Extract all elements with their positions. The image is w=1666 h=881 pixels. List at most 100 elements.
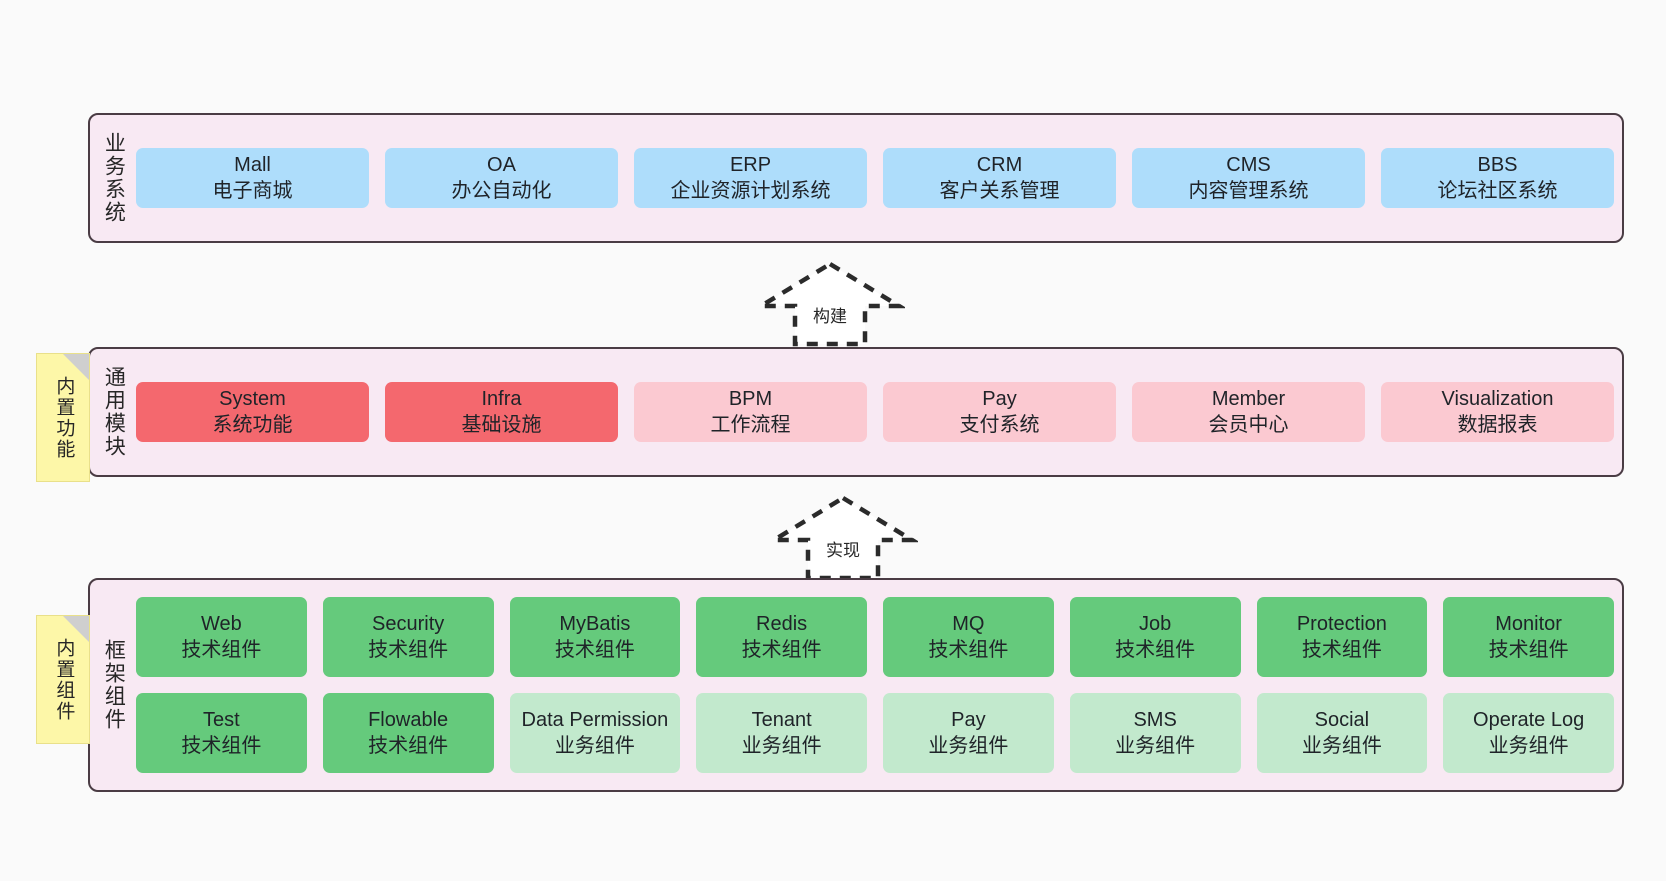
module-card-title: Infra — [481, 387, 522, 410]
module-card-erp[interactable]: ERP 企业资源计划系统 — [634, 147, 867, 209]
module-card-data-permission[interactable]: Data Permission 业务组件 — [509, 693, 681, 773]
module-card-subtitle: 技术组件 — [554, 639, 635, 661]
module-card-pay-business[interactable]: Pay 业务组件 — [883, 693, 1054, 773]
module-card-title: Member — [1211, 387, 1286, 410]
module-card-bbs[interactable]: BBS 论坛社区系统 — [1381, 147, 1614, 209]
module-card-title: Protection — [1296, 612, 1387, 635]
module-card-title: Test — [203, 708, 240, 731]
module-card-subtitle: 技术组件 — [741, 639, 822, 661]
module-card-social[interactable]: Social 业务组件 — [1256, 693, 1428, 773]
module-card-tenant[interactable]: Tenant 业务组件 — [696, 693, 867, 773]
module-card-title: Web — [200, 612, 242, 635]
module-card-subtitle: 基础设施 — [461, 414, 542, 436]
module-card-subtitle: 技术组件 — [928, 639, 1009, 661]
module-card-subtitle: 技术组件 — [368, 639, 449, 661]
module-card-cms[interactable]: CMS 内容管理系统 — [1132, 147, 1365, 209]
module-card-operate-log[interactable]: Operate Log 业务组件 — [1443, 693, 1614, 773]
module-card-subtitle: 业务组件 — [1301, 735, 1382, 757]
build-arrow-icon — [752, 261, 908, 347]
module-card-subtitle: 业务组件 — [928, 735, 1009, 757]
module-card-web[interactable]: Web 技术组件 — [136, 597, 307, 677]
module-card-subtitle: 工作流程 — [710, 414, 791, 436]
module-card-oa[interactable]: OA 办公自动化 — [385, 147, 618, 209]
module-card-mall[interactable]: Mall 电子商城 — [136, 147, 369, 209]
layer-row: Mall 电子商城 OA 办公自动化 ERP 企业资源计划系统 CRM 客户关系… — [136, 147, 1614, 209]
module-card-pay[interactable]: Pay 支付系统 — [883, 381, 1116, 443]
module-card-title: Pay — [951, 708, 986, 731]
module-card-security[interactable]: Security 技术组件 — [322, 597, 494, 677]
module-card-title: Mall — [234, 153, 271, 176]
layer-title-business-systems: 业务系统 — [102, 132, 126, 224]
module-card-subtitle: 数据报表 — [1457, 414, 1538, 436]
layer-common-modules: 通用模块 System 系统功能 Infra 基础设施 BPM 工作流程 Pay… — [88, 347, 1624, 477]
module-card-subtitle: 技术组件 — [181, 639, 262, 661]
module-card-title: OA — [487, 153, 516, 176]
module-card-subtitle: 会员中心 — [1208, 414, 1289, 436]
module-card-subtitle: 支付系统 — [959, 414, 1040, 436]
layer-title-framework-components: 框架组件 — [102, 639, 126, 731]
module-card-title: System — [219, 387, 286, 410]
module-card-flowable[interactable]: Flowable 技术组件 — [322, 693, 494, 773]
module-card-subtitle: 内容管理系统 — [1188, 180, 1309, 202]
note-builtin-features: 内置功能 — [36, 353, 90, 482]
module-card-title: Monitor — [1495, 612, 1562, 635]
module-card-title: Pay — [982, 387, 1017, 410]
module-card-crm[interactable]: CRM 客户关系管理 — [883, 147, 1116, 209]
module-card-subtitle: 业务组件 — [741, 735, 822, 757]
module-card-subtitle: 电子商城 — [212, 180, 293, 202]
layer-body-business-systems: Mall 电子商城 OA 办公自动化 ERP 企业资源计划系统 CRM 客户关系… — [136, 115, 1622, 241]
module-card-title: Tenant — [751, 708, 812, 731]
module-card-infra[interactable]: Infra 基础设施 — [385, 381, 618, 443]
module-card-subtitle: 技术组件 — [181, 735, 262, 757]
module-card-visualization[interactable]: Visualization 数据报表 — [1381, 381, 1614, 443]
module-card-mq[interactable]: MQ 技术组件 — [883, 597, 1054, 677]
module-card-subtitle: 企业资源计划系统 — [670, 180, 831, 202]
module-card-title: Social — [1314, 708, 1370, 731]
module-card-title: CMS — [1226, 153, 1271, 176]
connector-implement: 实现 — [765, 492, 921, 582]
layer-body-common-modules: System 系统功能 Infra 基础设施 BPM 工作流程 Pay 支付系统… — [136, 349, 1622, 475]
module-card-subtitle: 业务组件 — [1488, 735, 1569, 757]
module-card-subtitle: 技术组件 — [368, 735, 449, 757]
module-card-job[interactable]: Job 技术组件 — [1069, 597, 1241, 677]
module-card-title: Security — [372, 612, 445, 635]
module-card-title: Operate Log — [1473, 708, 1585, 731]
layer-title-common-modules: 通用模块 — [102, 366, 126, 458]
module-card-title: Data Permission — [521, 708, 669, 731]
module-card-monitor[interactable]: Monitor 技术组件 — [1443, 597, 1614, 677]
module-card-sms[interactable]: SMS 业务组件 — [1069, 693, 1241, 773]
module-card-mybatis[interactable]: MyBatis 技术组件 — [509, 597, 681, 677]
module-card-subtitle: 技术组件 — [1115, 639, 1196, 661]
layer-row-technical: Web 技术组件 Security 技术组件 MyBatis 技术组件 Redi… — [136, 597, 1614, 677]
module-card-title: Visualization — [1441, 387, 1554, 410]
module-card-bpm[interactable]: BPM 工作流程 — [634, 381, 867, 443]
module-card-title: BPM — [728, 387, 773, 410]
connector-build: 构建 — [752, 258, 908, 348]
module-card-title: Redis — [756, 612, 808, 635]
module-card-protection[interactable]: Protection 技术组件 — [1256, 597, 1428, 677]
layer-body-framework-components: Web 技术组件 Security 技术组件 MyBatis 技术组件 Redi… — [136, 580, 1622, 790]
layer-framework-components: 框架组件 Web 技术组件 Security 技术组件 MyBatis 技术组件… — [88, 578, 1624, 792]
module-card-title: ERP — [729, 153, 772, 176]
module-card-title: SMS — [1133, 708, 1177, 731]
module-card-title: BBS — [1477, 153, 1518, 176]
module-card-title: Flowable — [368, 708, 449, 731]
module-card-test[interactable]: Test 技术组件 — [136, 693, 307, 773]
layer-business-systems: 业务系统 Mall 电子商城 OA 办公自动化 ERP 企业资源计划系统 CRM… — [88, 113, 1624, 243]
module-card-title: Job — [1139, 612, 1172, 635]
module-card-redis[interactable]: Redis 技术组件 — [696, 597, 867, 677]
module-card-system[interactable]: System 系统功能 — [136, 381, 369, 443]
module-card-title: CRM — [976, 153, 1023, 176]
connector-implement-label: 实现 — [826, 541, 860, 560]
module-card-subtitle: 技术组件 — [1488, 639, 1569, 661]
note-builtin-components: 内置组件 — [36, 615, 90, 744]
connector-build-label: 构建 — [813, 307, 847, 326]
module-card-subtitle: 业务组件 — [554, 735, 635, 757]
module-card-member[interactable]: Member 会员中心 — [1132, 381, 1365, 443]
module-card-subtitle: 客户关系管理 — [939, 180, 1060, 202]
module-card-subtitle: 业务组件 — [1115, 735, 1196, 757]
module-card-subtitle: 技术组件 — [1301, 639, 1382, 661]
module-card-subtitle: 办公自动化 — [451, 180, 552, 202]
note-label: 内置组件 — [53, 637, 75, 722]
